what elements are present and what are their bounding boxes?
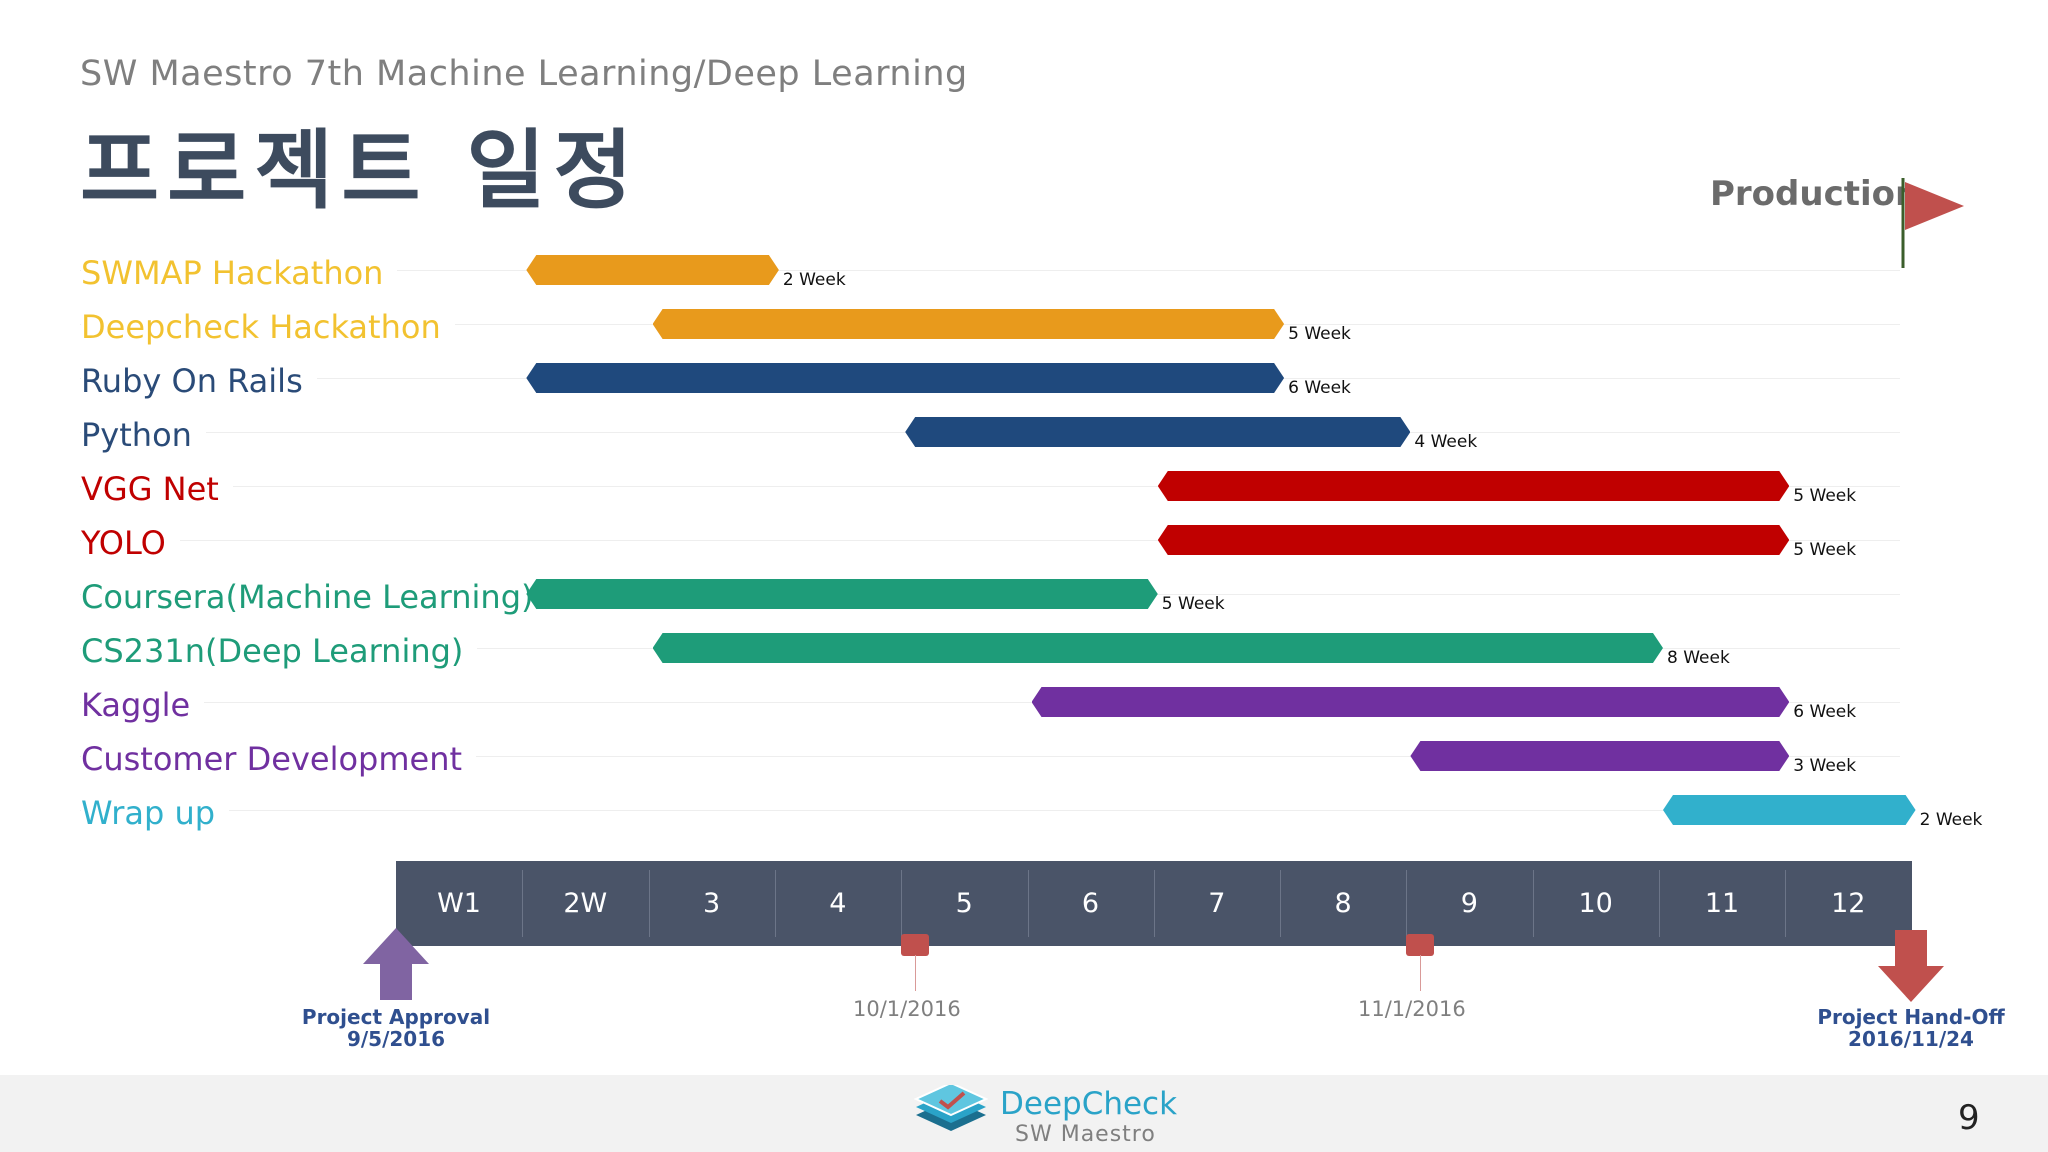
task-bar [526, 363, 1284, 393]
handoff-arrow-icon [1878, 930, 1944, 1002]
week-separator [1659, 870, 1660, 937]
task-bar [653, 309, 1285, 339]
task-label: VGG Net [81, 469, 233, 509]
task-bar [526, 255, 779, 285]
task-bar [1410, 741, 1789, 771]
task-bar [653, 633, 1663, 663]
week-separator [774, 870, 776, 937]
week-label: 10 [1578, 888, 1613, 919]
row-gridline [80, 270, 1900, 271]
week-separator [1027, 870, 1029, 937]
project-handoff-title: Project Hand-Off [1817, 1005, 2005, 1029]
task-duration: 5 Week [1793, 486, 1857, 506]
week-separator [901, 870, 903, 937]
date-marker-line [915, 955, 916, 991]
week-label: 8 [1334, 888, 1352, 919]
task-duration: 4 Week [1414, 432, 1478, 452]
task-label: Ruby On Rails [81, 361, 317, 401]
date-marker [1406, 934, 1434, 956]
task-label: YOLO [81, 523, 180, 563]
task-label: Kaggle [81, 685, 205, 725]
project-approval-label: Project Approval 9/5/2016 [296, 1006, 496, 1050]
task-bar [1158, 525, 1790, 555]
task-label: Customer Development [81, 739, 477, 779]
week-separator [1532, 870, 1534, 937]
task-duration: 3 Week [1793, 756, 1857, 776]
task-duration: 8 Week [1667, 648, 1730, 668]
week-separator [1406, 870, 1408, 937]
brand-subtitle: SW Maestro [1015, 1122, 1156, 1147]
project-handoff-date: 2016/11/24 [1848, 1027, 1974, 1051]
week-label: 3 [703, 888, 721, 919]
date-marker-line [1420, 955, 1421, 991]
task-duration: 2 Week [782, 270, 846, 290]
week-label: W1 [437, 888, 481, 919]
task-label: Python [81, 415, 206, 455]
week-label: 5 [955, 888, 973, 919]
date-marker [901, 934, 929, 956]
page-number: 9 [1958, 1098, 1980, 1138]
footer [0, 1075, 2048, 1152]
project-approval-date: 9/5/2016 [346, 1027, 446, 1051]
date-marker-label: 11/1/2016 [1358, 997, 1466, 1021]
flag-icon [1901, 178, 1964, 268]
task-duration: 6 Week [1793, 702, 1857, 722]
week-label: 6 [1081, 888, 1100, 919]
task-duration: 5 Week [1161, 594, 1225, 614]
week-label: 12 [1831, 888, 1866, 919]
project-approval-title: Project Approval [301, 1005, 491, 1029]
task-duration: 5 Week [1793, 540, 1857, 560]
task-bar [526, 579, 1158, 609]
week-label: 7 [1208, 888, 1226, 919]
task-bar [1663, 795, 1916, 825]
task-bar [1032, 687, 1790, 717]
project-handoff-label: Project Hand-Off 2016/11/24 [1811, 1006, 2011, 1050]
task-bar [905, 417, 1410, 447]
row-gridline [80, 486, 1900, 487]
task-duration: 5 Week [1288, 324, 1351, 344]
task-duration: 6 Week [1288, 378, 1351, 398]
date-marker-label: 10/1/2016 [853, 997, 961, 1021]
week-label: 11 [1704, 888, 1740, 919]
week-separator [648, 870, 650, 937]
week-separator [1153, 870, 1155, 937]
week-separator [522, 870, 524, 937]
task-label: Wrap up [81, 793, 230, 833]
task-bar [1158, 471, 1790, 501]
task-label: CS231n(Deep Learning) [81, 631, 478, 671]
row-gridline [80, 540, 1900, 541]
week-separator [1280, 870, 1282, 937]
week-label: 4 [829, 888, 847, 919]
task-label: Deepcheck Hackathon [81, 307, 455, 347]
week-label: 9 [1460, 888, 1478, 919]
week-label: 2W [563, 888, 608, 919]
row-gridline [80, 756, 1900, 757]
row-gridline [80, 702, 1900, 703]
deepcheck-logo-icon [913, 1085, 989, 1131]
task-label: Coursera(Machine Learning) [81, 577, 548, 617]
production-label: Production [1710, 174, 1920, 214]
task-duration: 2 Week [1919, 810, 1983, 830]
brand-name: DeepCheck [1000, 1086, 1178, 1122]
task-label: SWMAP Hackathon [81, 253, 398, 293]
slide-title: 프로젝트 일정 [80, 121, 641, 221]
week-separator [1785, 870, 1787, 937]
row-gridline [80, 810, 1900, 811]
approval-arrow-icon [363, 928, 429, 1000]
slide-subtitle: SW Maestro 7th Machine Learning/Deep Lea… [80, 54, 968, 94]
